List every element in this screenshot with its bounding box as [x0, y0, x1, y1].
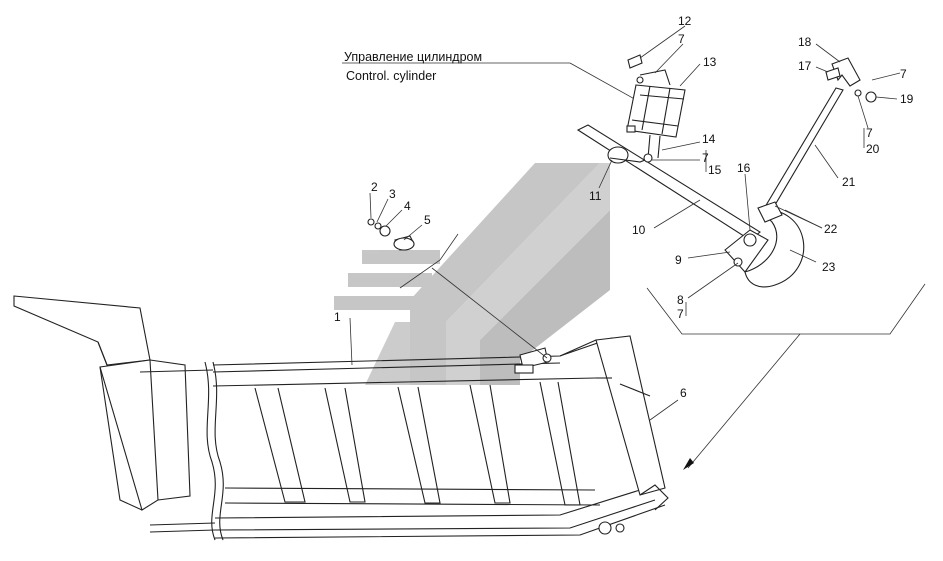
parts-2-5-fasteners: [367, 218, 415, 251]
quadrant-23: [744, 209, 805, 288]
callout-9: 9: [675, 253, 682, 267]
clevis-18: [825, 57, 877, 103]
caption-english: Control. cylinder: [346, 69, 436, 83]
callout-11: 11: [589, 189, 602, 203]
callout-20: 20: [866, 142, 880, 156]
callout-7-rod: 7: [702, 151, 709, 165]
caption: Управление цилиндром Control. cylinder: [344, 50, 482, 83]
leaders: [369, 25, 901, 421]
detail-view-frame: [646, 283, 926, 470]
cylinder-13: [626, 69, 686, 159]
callout-5: 5: [424, 213, 431, 227]
callout-22: 22: [824, 222, 838, 236]
lever-9: [724, 229, 769, 273]
callout-15: 15: [708, 163, 722, 177]
callout-1: 1: [334, 310, 341, 324]
callout-3: 3: [389, 187, 396, 201]
dump-body: [13, 295, 669, 541]
bracket-1-leader: [349, 233, 548, 366]
pin-12: [627, 54, 643, 69]
callout-19: 19: [900, 92, 914, 106]
callout-2: 2: [371, 180, 378, 194]
rod-10: [576, 124, 761, 241]
callout-7-clevis: 7: [900, 67, 907, 81]
callout-6: 6: [680, 386, 687, 400]
callout-21: 21: [842, 175, 856, 189]
callout-23: 23: [822, 260, 836, 274]
callout-13: 13: [703, 55, 717, 69]
callout-4: 4: [404, 199, 411, 213]
callout-7-top: 7: [678, 32, 685, 46]
callout-18: 18: [798, 35, 812, 49]
callout-7-lever: 7: [677, 307, 684, 321]
callout-17: 17: [798, 59, 812, 73]
callout-14: 14: [702, 132, 716, 146]
callout-10: 10: [632, 223, 646, 237]
callout-12: 12: [678, 14, 692, 28]
watermark-logo: [334, 163, 610, 385]
caption-russian: Управление цилиндром: [344, 50, 482, 64]
link-rod-21: [757, 87, 844, 223]
callout-16: 16: [737, 161, 751, 175]
callout-7-link: 7: [866, 126, 873, 140]
callout-8: 8: [677, 293, 684, 307]
caption-leader: [342, 62, 641, 103]
callout-labels: 1 2 3 4 5 6 7 7 7 7 7 8 9 10 11 12 13 14…: [334, 14, 914, 400]
